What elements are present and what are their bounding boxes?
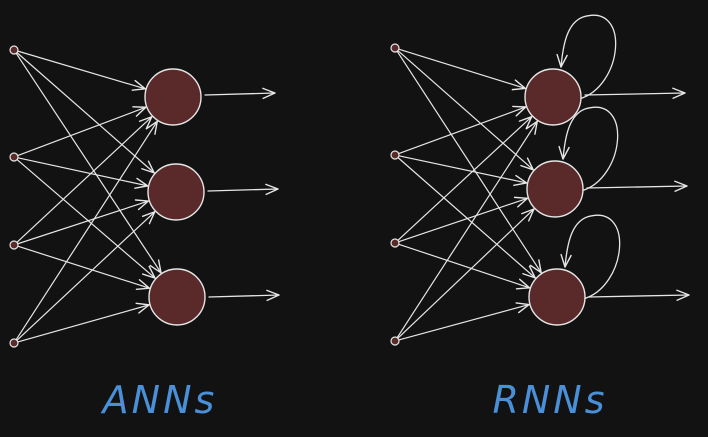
connection-1-3 — [15, 52, 162, 274]
input-node-2 — [390, 150, 400, 160]
input-node-2 — [9, 152, 19, 162]
connection-1-2 — [16, 52, 155, 174]
connection-1-1 — [398, 48, 527, 91]
input-node-3 — [390, 238, 400, 248]
connection-1-3 — [396, 50, 542, 274]
recurrent-loop-2 — [558, 106, 619, 192]
recurrent-loop-1 — [556, 14, 617, 100]
connection-3-3 — [398, 243, 531, 290]
connection-2-2 — [17, 157, 149, 189]
input-node-1 — [390, 43, 400, 53]
connection-3-1 — [397, 115, 533, 241]
ann-panel — [9, 45, 280, 348]
connection-2-3 — [16, 159, 156, 279]
neuron-1 — [524, 68, 582, 126]
ann-label: ANNs — [102, 378, 218, 422]
connection-4-2 — [16, 211, 156, 341]
rnn-label: RNNs — [492, 378, 608, 422]
input-node-1 — [9, 45, 19, 55]
output-arrow-3 — [588, 289, 690, 301]
recurrent-loop-3 — [560, 214, 621, 300]
neuron-3 — [148, 268, 206, 326]
neuron-3 — [528, 268, 586, 326]
neuron-2 — [147, 163, 205, 221]
connection-4-3 — [17, 302, 150, 343]
connection-2-3 — [397, 157, 536, 279]
input-node-3 — [9, 240, 19, 250]
connection-2-2 — [398, 155, 528, 187]
output-arrow-1 — [584, 87, 686, 99]
connection-3-2 — [398, 196, 529, 243]
output-arrow-2 — [586, 180, 688, 192]
rnn-panel — [390, 14, 690, 346]
connection-4-1 — [396, 120, 538, 339]
output-arrow-1 — [204, 87, 276, 100]
connection-1-1 — [17, 50, 146, 91]
connection-1-2 — [397, 50, 534, 171]
neuron-1 — [144, 68, 202, 126]
input-node-4 — [9, 338, 19, 348]
connection-4-1 — [15, 120, 158, 341]
connection-4-3 — [398, 302, 530, 341]
neuron-2 — [526, 160, 584, 218]
connection-3-2 — [17, 199, 150, 245]
connection-4-2 — [397, 208, 535, 339]
input-node-4 — [390, 336, 400, 346]
connection-2-1 — [17, 106, 147, 157]
connection-3-1 — [16, 116, 153, 243]
output-arrow-3 — [208, 289, 280, 302]
connection-2-1 — [398, 105, 527, 155]
output-arrow-2 — [207, 183, 279, 196]
connection-3-3 — [17, 245, 151, 291]
